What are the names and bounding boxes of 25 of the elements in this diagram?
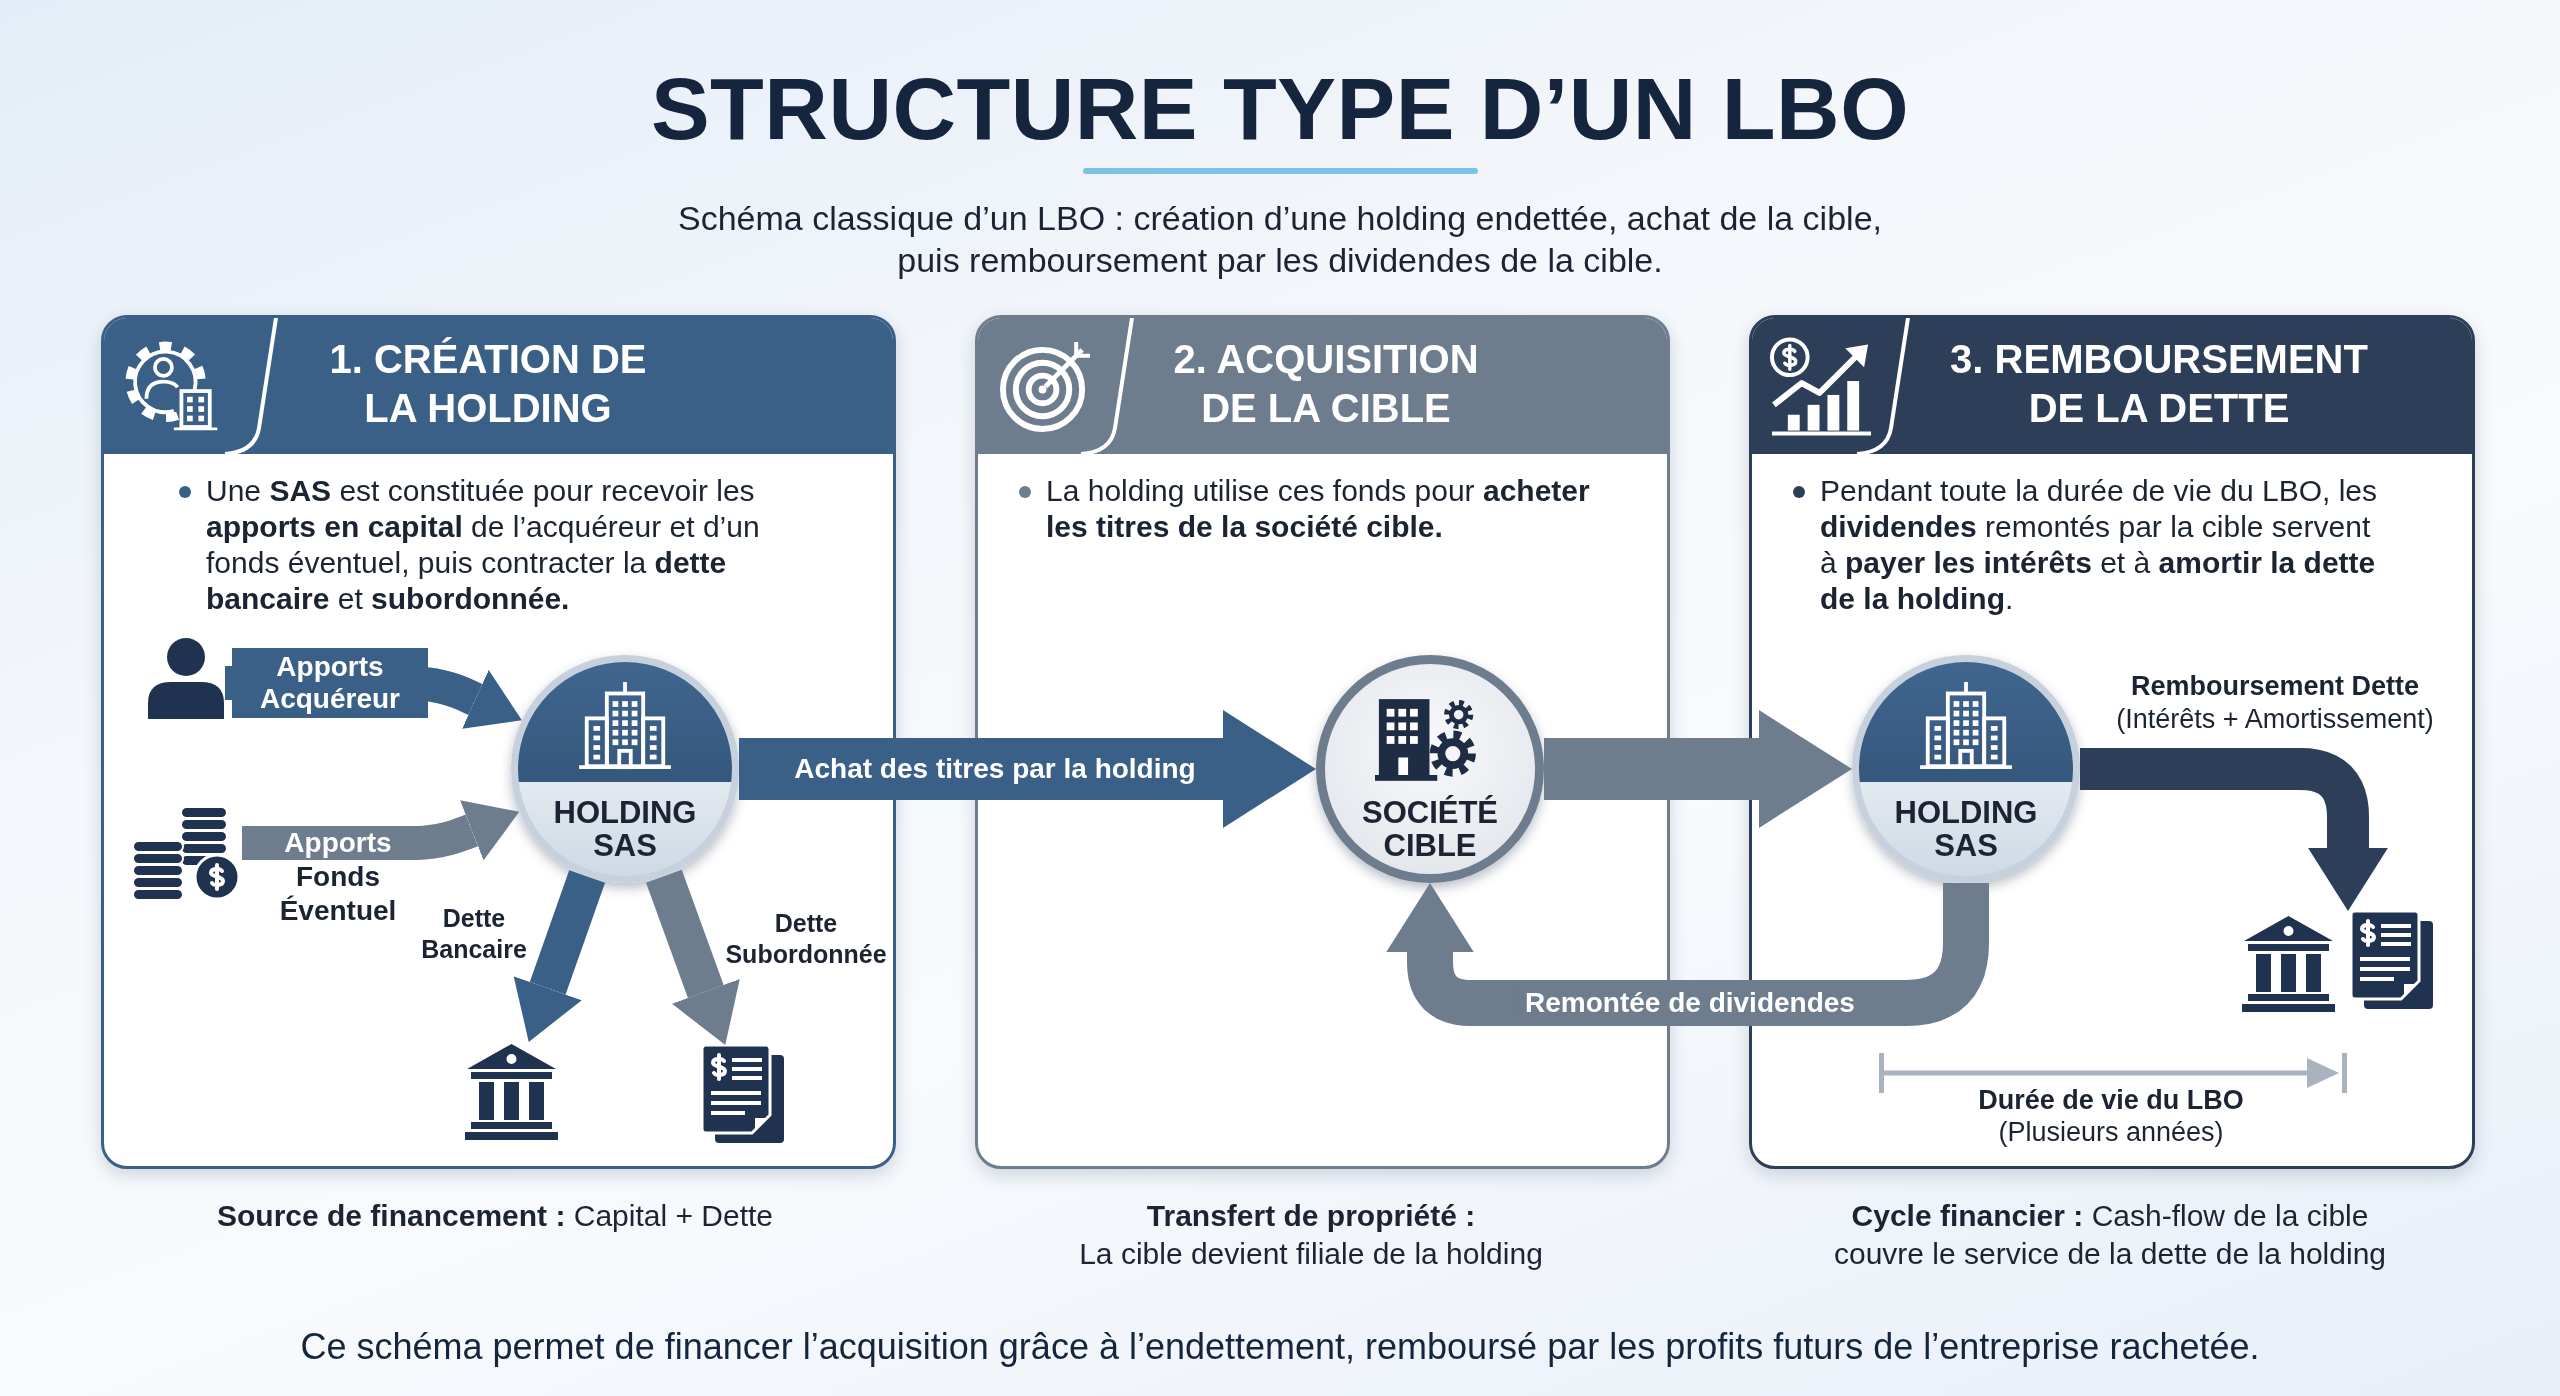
bank-icon [465, 1042, 558, 1140]
caption: Ce schéma permet de financer l’acquisition grâce à l’endettement, remboursé par les profits futurs de l’entreprise rachetée. [300, 1325, 2260, 1369]
bullet-text: Pendant toute la durée de vie du LBO, les dividendes remontés par la cible servent à payer les intérêts et à amortir la dette de la holding. [1790, 473, 2390, 617]
panel-caption: Source de financement : Capital + Dette [217, 1198, 773, 1234]
bullet-text: La holding utilise ces fonds pour acheter les titres de la société cible. [1016, 473, 1626, 545]
bank-and-document-icon [2242, 911, 2433, 1012]
edge-label: Dette Subordonnée [724, 908, 888, 970]
page-title: STRUCTURE TYPE D’UN LBO [650, 61, 1910, 157]
edge-label: Apports Fonds Éventuel [278, 826, 398, 928]
panel-title: 2. ACQUISITION DE LA CIBLE [1172, 336, 1480, 432]
node-label: HOLDING SAS [1893, 796, 2039, 862]
panel-title: 1. CRÉATION DE LA HOLDING [328, 336, 648, 432]
panel-title: 3. REMBOURSEMENT DE LA DETTE [1949, 336, 2369, 432]
node-label: HOLDING SAS [552, 796, 698, 862]
edge-label: Dette Bancaire [420, 903, 528, 965]
bullet-text: Une SAS est constituée pour recevoir les apports en capital de l’acquéreur et d’un fonds éventuel, puis contracter la dette bancaire et subordonnée. [176, 473, 816, 617]
edge-label: Remboursement Dette (Intérêts + Amortissement) [2116, 670, 2434, 736]
node-label: SOCIÉTÉ CIBLE [1360, 796, 1500, 862]
subtitle: Schéma classique d’un LBO : création d’une holding endettée, achat de la cible, puis remboursement par les dividendes de la cible. [677, 198, 1883, 281]
dimension-label: Durée de vie du LBO (Plusieurs années) [1978, 1084, 2244, 1148]
person-icon [147, 637, 225, 719]
panel-caption: Cycle financier : Cash-flow de la cible couvre le service de la dette de la holding [1833, 1198, 2387, 1272]
panel-caption: Transfert de propriété : La cible devient filiale de la holding [1079, 1198, 1543, 1272]
edge-label: Apports Acquéreur [232, 648, 428, 718]
document-icon [702, 1045, 784, 1143]
